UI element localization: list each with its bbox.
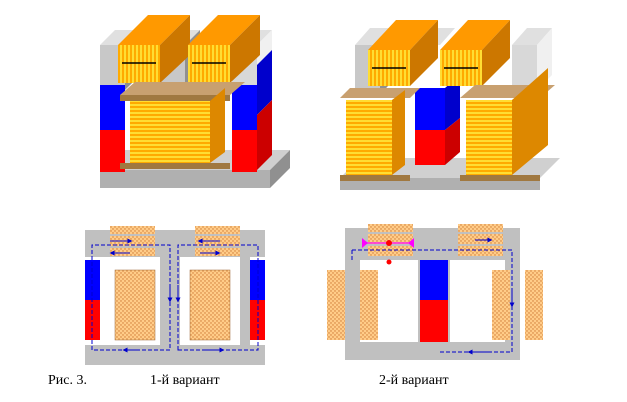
inner-winding-left [360,270,378,340]
left-side-coil [346,100,392,175]
variant1-schematic [85,226,265,365]
center-limb-blue [415,88,445,130]
winding-left [114,269,156,341]
right-limb-red [232,130,257,172]
main-coil-plate-bottom [120,163,230,169]
outer-winding-right [525,270,543,340]
center-magnet-red [420,300,448,342]
top-coil-2-top [188,15,260,45]
top-coil-2 [188,45,230,83]
flux-path-right [177,244,259,351]
variant-2-label: 2-й вариант [379,373,449,388]
winding-right [189,269,231,341]
top-coil-1-top [118,15,190,45]
figure-label: Рис. 3. [48,373,87,388]
inner-winding-right [492,270,510,340]
right-limb-blue [232,85,257,130]
variant1-3d-view [100,15,290,188]
variant2-3d-view [340,20,560,190]
left-limb-blue [100,85,125,130]
center-magnet-blue [420,260,448,300]
center-limb-red [415,130,445,165]
top-coil-1 [118,45,160,83]
flux-path-left [91,244,171,351]
variant-1-label: 1-й вариант [150,373,220,388]
flux-marker [362,238,414,265]
main-coil [130,101,210,163]
variant2-schematic [327,224,543,360]
main-coil-plate-top [120,82,245,95]
outer-winding-left [327,270,345,340]
right-side-coil [466,100,512,175]
